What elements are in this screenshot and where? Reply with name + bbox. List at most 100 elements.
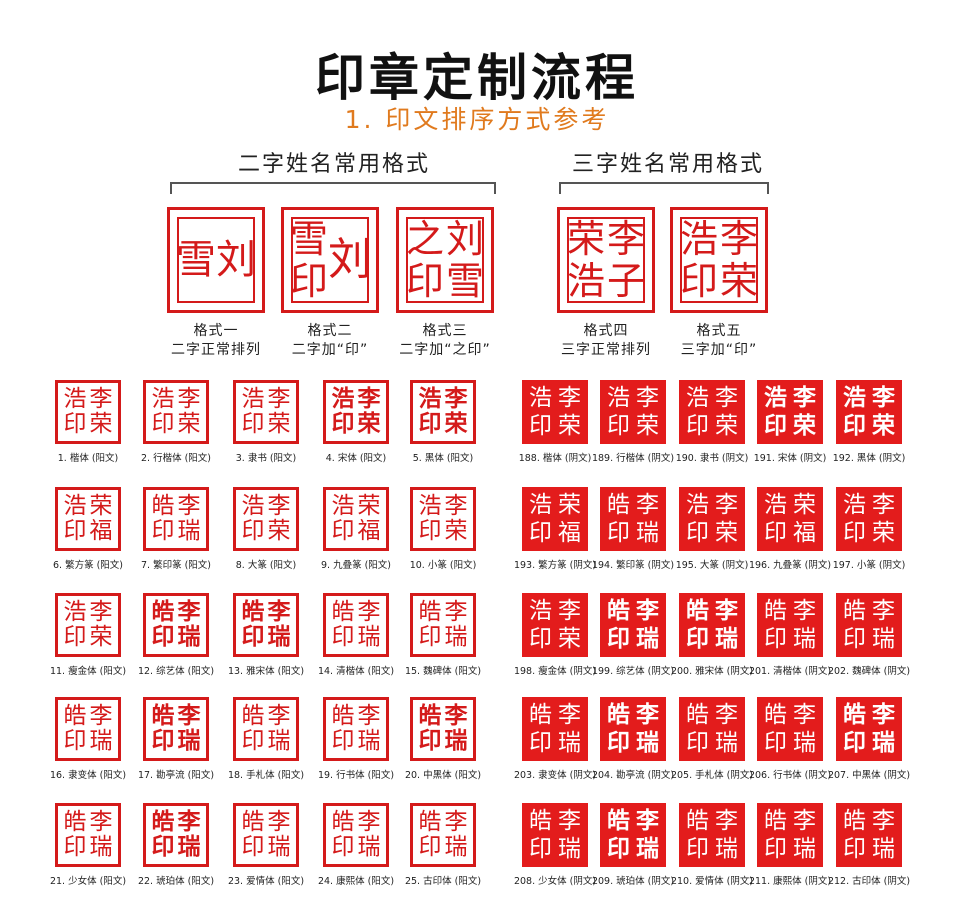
seal-char: 浩	[529, 597, 552, 624]
seal-char: 浩	[331, 386, 355, 412]
yin-seal: 皓李印瑞	[600, 697, 666, 761]
yang-seal-caption: 22. 琥珀体 (阳文)	[137, 876, 215, 887]
seal-char: 印	[63, 624, 87, 650]
yin-seal: 皓李印瑞	[522, 803, 588, 867]
seal-char: 皓	[843, 807, 866, 834]
seal-char: 皓	[686, 701, 709, 728]
seal-char: 瑞	[793, 729, 816, 756]
seal-char: 瑞	[177, 728, 201, 754]
seal-char: 浩	[566, 259, 605, 303]
seal-char: 瑞	[715, 729, 738, 756]
seal-char: 李	[177, 809, 201, 835]
yang-seal: 皓李印瑞	[143, 487, 209, 551]
seal-char: 李	[872, 701, 895, 728]
seal-char: 皓	[843, 597, 866, 624]
seal-char: 荣	[719, 259, 758, 303]
yang-seal: 浩李印荣	[233, 487, 299, 551]
seal-char: 印	[331, 834, 355, 860]
seal-char: 瑞	[636, 519, 659, 546]
seal-char: 皓	[607, 701, 630, 728]
seal-char: 浩	[764, 384, 787, 411]
seal-char: 荣	[566, 217, 605, 261]
seal-char: 印	[63, 518, 87, 544]
seal-char: 荣	[558, 491, 581, 518]
format-seal-2: 雪 刘 印	[281, 207, 379, 313]
format-caption-1: 格式一二字正常排列	[146, 322, 286, 360]
yang-seal: 皓李印瑞	[143, 697, 209, 761]
seal-char: 浩	[63, 386, 87, 412]
seal-char: 李	[267, 809, 291, 835]
seal-char: 印	[151, 728, 175, 754]
yang-seal: 皓李印瑞	[233, 803, 299, 867]
seal-char: 印	[607, 835, 630, 862]
seal-char: 印	[843, 412, 866, 439]
seal-char: 李	[715, 701, 738, 728]
seal-char: 印	[151, 624, 175, 650]
seal-char: 印	[686, 729, 709, 756]
seal-char: 印	[764, 412, 787, 439]
seal-char: 浩	[679, 217, 718, 261]
seal-char: 瑞	[444, 834, 468, 860]
seal-char: 荣	[89, 493, 113, 519]
seal-char: 皓	[607, 597, 630, 624]
seal-char: 印	[405, 259, 444, 303]
format-name: 格式二	[307, 323, 353, 339]
yin-seal: 皓李印瑞	[757, 593, 823, 657]
yang-seal: 皓李印瑞	[143, 803, 209, 867]
yang-seal-caption: 14. 清楷体 (阳文)	[317, 666, 395, 677]
yin-seal-caption: 209. 琥珀体 (阴文)	[591, 876, 675, 887]
yin-seal: 浩李印荣	[522, 380, 588, 444]
seal-char: 李	[267, 599, 291, 625]
seal-char: 李	[177, 493, 201, 519]
seal-char: 李	[606, 217, 645, 261]
yang-seal: 浩李印荣	[143, 380, 209, 444]
yang-seal-caption: 19. 行书体 (阳文)	[317, 770, 395, 781]
seal-char: 刘	[216, 237, 256, 283]
yang-seal: 皓李印瑞	[410, 697, 476, 761]
two-char-bracket	[170, 182, 496, 194]
yang-seal-caption: 25. 古印体 (阳文)	[404, 876, 482, 887]
seal-char: 印	[331, 728, 355, 754]
yin-seal: 浩李印荣	[836, 487, 902, 551]
seal-char: 印	[843, 835, 866, 862]
yang-seal-caption: 10. 小篆 (阳文)	[409, 560, 477, 571]
yang-seal-caption: 12. 综艺体 (阳文)	[137, 666, 215, 677]
format-desc: 二字加“印”	[291, 342, 369, 358]
seal-char: 荣	[177, 411, 201, 437]
yang-seal: 皓李印瑞	[323, 593, 389, 657]
seal-char: 皓	[151, 493, 175, 519]
yang-seal: 皓李印瑞	[410, 803, 476, 867]
seal-char: 瑞	[636, 835, 659, 862]
seal-char: 瑞	[89, 834, 113, 860]
seal-char: 皓	[331, 703, 355, 729]
yin-seal: 浩荣印福	[757, 487, 823, 551]
seal-char: 李	[872, 597, 895, 624]
seal-char: 印	[764, 625, 787, 652]
seal-char: 雪	[445, 259, 484, 303]
seal-char: 瑞	[793, 835, 816, 862]
yin-seal-caption: 189. 行楷体 (阴文)	[591, 453, 675, 464]
yang-seal: 浩荣印福	[323, 487, 389, 551]
yin-seal-caption: 192. 黑体 (阴文)	[832, 453, 906, 464]
yang-seal-caption: 17. 勘亭流 (阳文)	[137, 770, 215, 781]
seal-char: 皓	[63, 703, 87, 729]
seal-char: 李	[636, 807, 659, 834]
seal-char: 李	[444, 493, 468, 519]
format-caption-2: 格式二二字加“印”	[260, 322, 400, 360]
seal-char: 印	[290, 259, 329, 303]
yang-seal-caption: 9. 九叠篆 (阳文)	[320, 560, 392, 571]
yang-seal: 皓李印瑞	[143, 593, 209, 657]
yang-seal-caption: 3. 隶书 (阳文)	[235, 453, 297, 464]
yin-seal-caption: 195. 大篆 (阴文)	[675, 560, 749, 571]
yang-seal-caption: 2. 行楷体 (阳文)	[140, 453, 212, 464]
yang-seal-caption: 6. 繁方篆 (阳文)	[52, 560, 124, 571]
seal-char: 瑞	[444, 728, 468, 754]
yin-seal-caption: 193. 繁方篆 (阴文)	[513, 560, 597, 571]
seal-char: 李	[357, 386, 381, 412]
format-caption-4: 格式四三字正常排列	[536, 322, 676, 360]
seal-char: 印	[843, 625, 866, 652]
yang-seal: 皓李印瑞	[233, 697, 299, 761]
seal-char: 浩	[331, 493, 355, 519]
seal-char: 荣	[267, 518, 291, 544]
yin-seal: 皓李印瑞	[836, 697, 902, 761]
